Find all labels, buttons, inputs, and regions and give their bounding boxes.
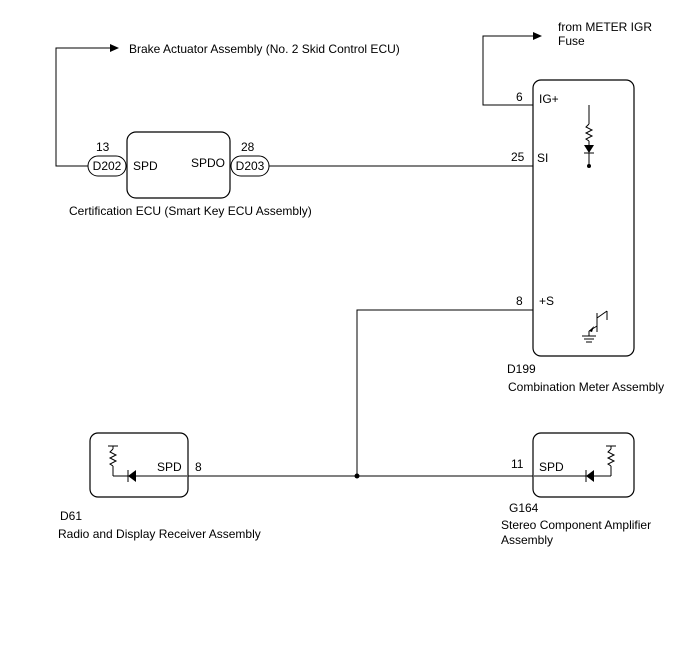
meter-igr-arrow bbox=[533, 32, 542, 40]
radio-pin-8: 8 bbox=[195, 460, 202, 474]
stereo-amplifier-label-line2: Assembly bbox=[501, 533, 553, 547]
connector-d203 bbox=[230, 155, 270, 177]
meter-si-terminal: SI bbox=[537, 151, 548, 165]
combination-meter-box bbox=[532, 79, 635, 357]
fuse-label: Fuse bbox=[558, 34, 585, 48]
amplifier-pin-11: 11 bbox=[511, 457, 524, 471]
combination-meter-label: Combination Meter Assembly bbox=[508, 380, 664, 394]
amplifier-resistor-diode-symbol bbox=[534, 445, 616, 482]
certification-ecu-box bbox=[126, 131, 231, 199]
connector-d203-label: D203 bbox=[236, 159, 265, 173]
certification-ecu-label: Certification ECU (Smart Key ECU Assembl… bbox=[69, 204, 312, 218]
wire-meter-igr bbox=[482, 35, 534, 106]
connector-d202-label: D202 bbox=[93, 159, 122, 173]
from-meter-igr-label: from METER IGR bbox=[558, 20, 652, 34]
meter-plus-s-terminal: +S bbox=[539, 294, 554, 308]
stereo-amplifier-code: G164 bbox=[509, 501, 539, 515]
amplifier-spd-terminal: SPD bbox=[539, 460, 564, 474]
cert-ecu-pin-28: 28 bbox=[241, 140, 255, 154]
combination-meter-code: D199 bbox=[507, 362, 536, 376]
meter-pullup-resistor-symbol bbox=[584, 105, 594, 168]
connector-d202 bbox=[87, 155, 127, 177]
cert-ecu-spdo-terminal: SPDO bbox=[191, 156, 225, 170]
meter-igplus-terminal: IG+ bbox=[539, 92, 559, 106]
brake-actuator-label: Brake Actuator Assembly (No. 2 Skid Cont… bbox=[129, 42, 400, 56]
radio-receiver-box bbox=[89, 432, 189, 498]
wire-brake-actuator bbox=[55, 47, 110, 167]
radio-spd-terminal: SPD bbox=[157, 460, 182, 474]
meter-transistor-symbol bbox=[582, 310, 608, 343]
cert-ecu-pin-13: 13 bbox=[96, 140, 110, 154]
radio-receiver-code: D61 bbox=[60, 509, 82, 523]
brake-actuator-arrow bbox=[110, 44, 119, 52]
meter-pin-6: 6 bbox=[516, 90, 523, 104]
wire-junction-dot bbox=[354, 473, 360, 479]
meter-pin-25: 25 bbox=[511, 150, 525, 164]
cert-ecu-spd-terminal: SPD bbox=[133, 159, 158, 173]
stereo-amplifier-box bbox=[532, 432, 635, 498]
stereo-amplifier-label-line1: Stereo Component Amplifier bbox=[501, 518, 651, 532]
meter-pin-8: 8 bbox=[516, 294, 523, 308]
radio-receiver-label: Radio and Display Receiver Assembly bbox=[58, 527, 261, 541]
wire-plus-s bbox=[356, 309, 534, 476]
radio-resistor-diode-symbol bbox=[108, 445, 187, 482]
